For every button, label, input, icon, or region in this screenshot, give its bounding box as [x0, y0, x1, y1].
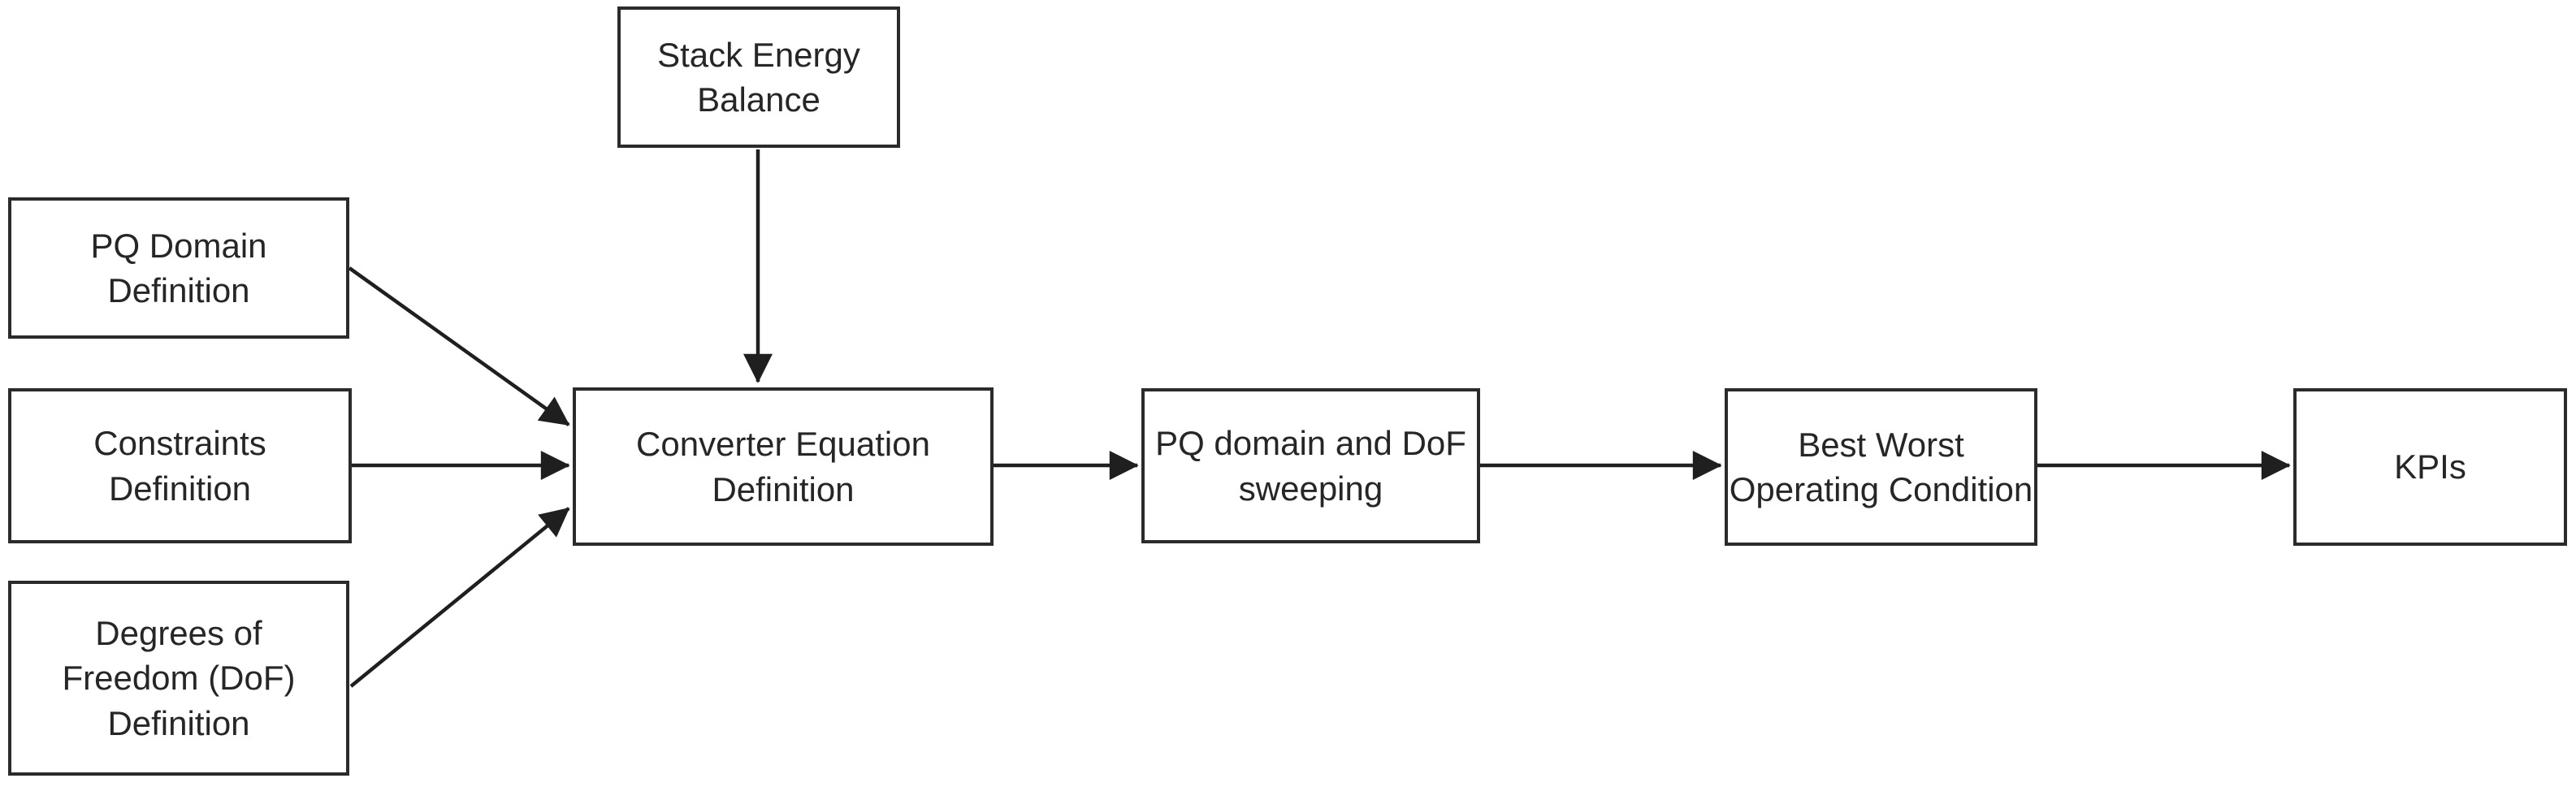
node-label: Converter Equation Definition [636, 425, 930, 508]
node-degrees-of-freedom-definition: Degrees of Freedom (DoF) Definition [8, 581, 349, 776]
node-best-worst-operating-condition: Best Worst Operating Condition [1725, 388, 2037, 546]
node-pq-domain-and-dof-sweeping: PQ domain and DoF sweeping [1141, 388, 1480, 543]
node-label: KPIs [2394, 448, 2466, 486]
arrow-dof-to-converter [349, 507, 570, 688]
node-constraints-definition: Constraints Definition [8, 388, 352, 543]
node-label: PQ domain and DoF sweeping [1155, 424, 1466, 508]
node-kpis: KPIs [2293, 388, 2567, 546]
node-label: Best Worst Operating Condition [1729, 425, 2033, 508]
node-label: Degrees of Freedom (DoF) Definition [62, 613, 296, 742]
node-pq-domain-definition: PQ Domain Definition [8, 197, 349, 339]
arrow-pqdomain-to-converter [348, 266, 570, 426]
node-converter-equation-definition: Converter Equation Definition [573, 387, 994, 546]
node-stack-energy-balance: Stack Energy Balance [617, 6, 900, 148]
node-label: Constraints Definition [93, 424, 266, 508]
node-label: Stack Energy Balance [657, 35, 860, 119]
node-label: PQ Domain Definition [90, 226, 267, 309]
